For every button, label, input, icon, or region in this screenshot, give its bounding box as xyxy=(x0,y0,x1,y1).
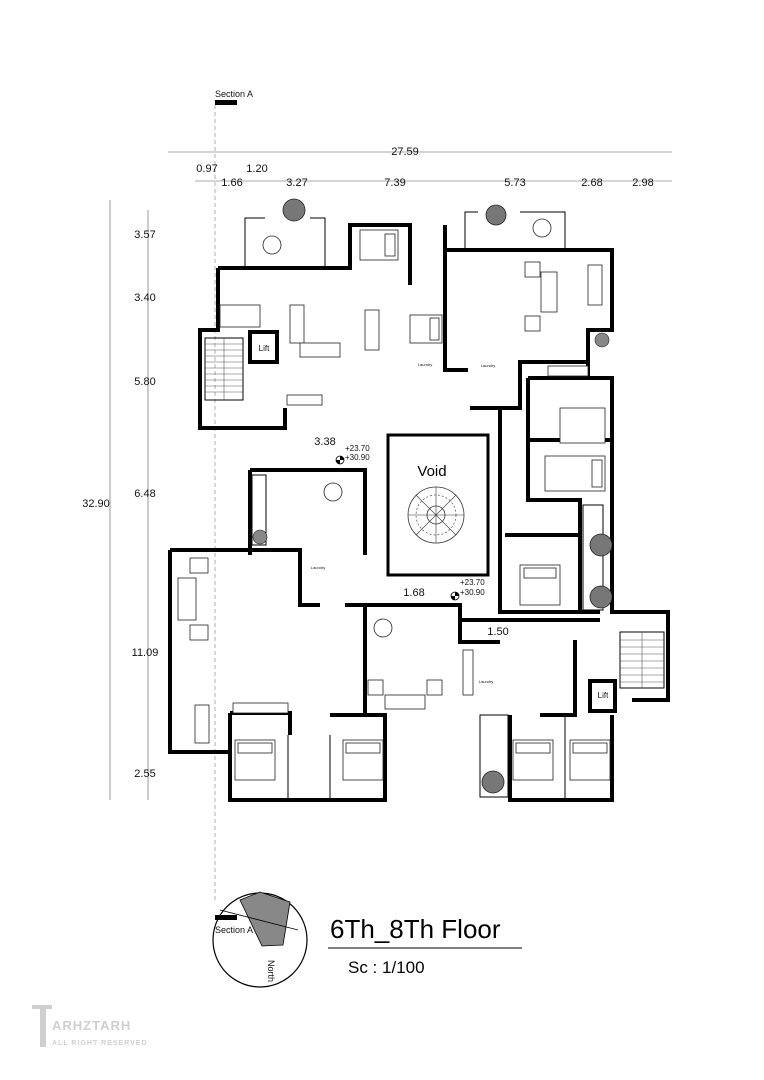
void: Void xyxy=(386,433,490,577)
title-block: Section A North 6Th_8Th Floor Sc : 1/100 xyxy=(212,891,522,988)
kitchen-counters xyxy=(232,365,589,714)
dim-left-3: 5.80 xyxy=(134,376,155,388)
dim-left-4: 6.48 xyxy=(134,488,155,500)
beds xyxy=(219,229,611,781)
brand-rights: ALL RIGHT RESERVED xyxy=(52,1040,148,1047)
brand-name: ARHZTARH xyxy=(52,1018,131,1033)
dining-tables xyxy=(194,264,603,744)
section-label: Section A xyxy=(215,89,253,99)
dim-top-1: 0.97 xyxy=(196,163,217,175)
lift-label-left: Lift xyxy=(259,344,270,353)
inner-dim-3: 1.50 xyxy=(487,626,508,638)
dim-top-7: 2.68 xyxy=(581,177,602,189)
sofas xyxy=(177,261,558,710)
level-b-2: +30.90 xyxy=(460,588,485,597)
top-dimensions: 27.59 0.97 1.20 1.66 3.27 7.39 5.73 2.68… xyxy=(168,146,672,189)
left-dimensions: 32.90 3.57 3.40 5.80 6.48 11.09 2.55 xyxy=(82,200,158,800)
level-marker-2: +23.70 +30.90 xyxy=(450,578,485,601)
floor-title: 6Th_8Th Floor xyxy=(330,914,501,944)
scale-label: Sc : 1/100 xyxy=(348,958,425,977)
laundry-label-3: Laundry xyxy=(311,565,325,570)
dim-top-8: 2.98 xyxy=(632,177,653,189)
plants xyxy=(252,198,613,794)
compass-section-label: Section A xyxy=(215,925,253,935)
inner-dim-2: 1.68 xyxy=(403,587,424,599)
dim-top-4: 3.27 xyxy=(286,177,307,189)
dim-top-6: 5.73 xyxy=(504,177,525,189)
dim-top-2: 1.20 xyxy=(246,163,267,175)
void-label: Void xyxy=(417,463,446,480)
dim-left-6: 2.55 xyxy=(134,768,155,780)
laundry-label-2: Laundry xyxy=(481,363,495,368)
level-a-1: +23.70 xyxy=(345,444,370,453)
walls xyxy=(168,223,670,802)
dim-total-width: 27.59 xyxy=(391,146,419,158)
section-marker-top: Section A xyxy=(214,89,253,900)
brand-logo: ARHZTARH ALL RIGHT RESERVED xyxy=(32,1005,148,1047)
level-marker-1: +23.70 +30.90 xyxy=(335,444,370,465)
level-b-1: +30.90 xyxy=(345,453,370,462)
dim-top-3: 1.66 xyxy=(221,177,242,189)
inner-dim-1: 3.38 xyxy=(314,436,335,448)
dim-left-2: 3.40 xyxy=(134,292,155,304)
stair-treads xyxy=(205,338,664,688)
balconies xyxy=(244,211,604,798)
dim-total-height: 32.90 xyxy=(82,498,110,510)
dim-top-5: 7.39 xyxy=(384,177,405,189)
north-label: North xyxy=(266,960,276,982)
dim-left-5: 11.09 xyxy=(132,647,159,659)
laundry-label-4: Laundry xyxy=(479,679,493,684)
laundry-label-1: Laundry xyxy=(418,362,432,367)
inner-dimensions: 3.38 1.68 1.50 xyxy=(314,436,508,638)
level-a-2: +23.70 xyxy=(460,578,485,587)
lift-label-right: Lift xyxy=(598,691,609,700)
round-tables xyxy=(262,218,552,638)
dim-left-1: 3.57 xyxy=(134,229,155,241)
